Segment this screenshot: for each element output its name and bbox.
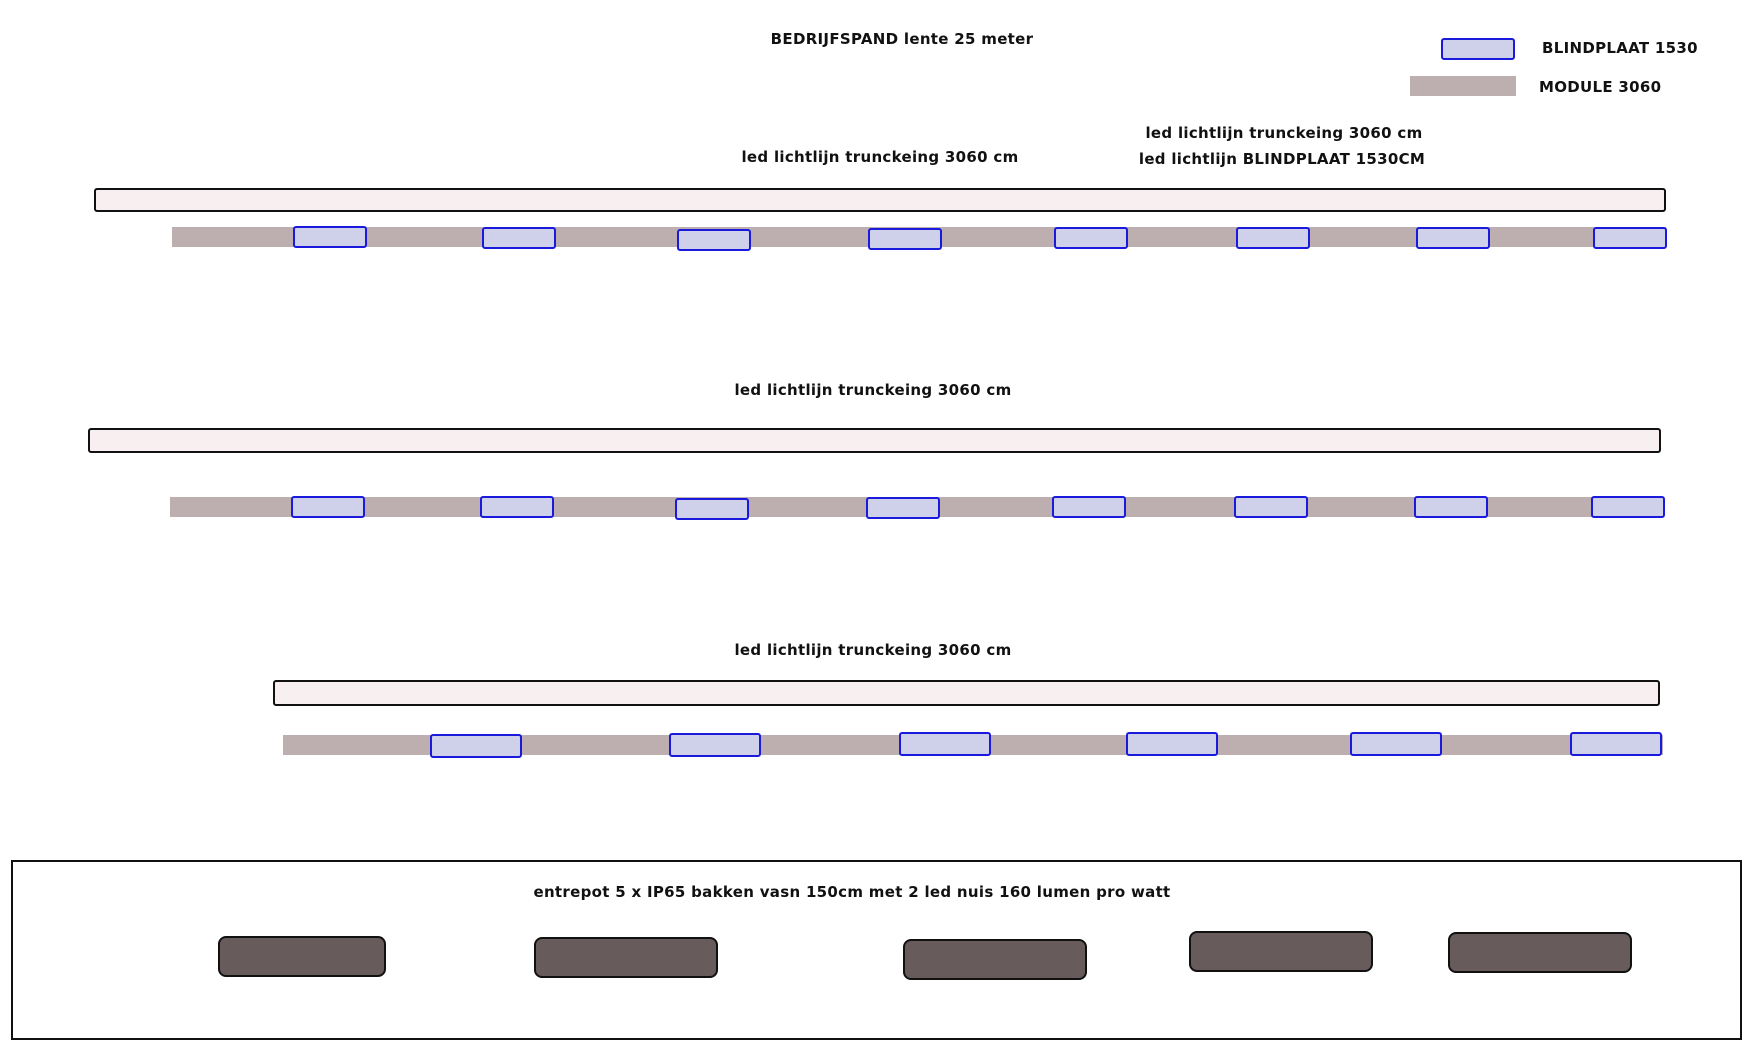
legend-module-label: MODULE 3060 [1539,78,1662,96]
row1-trunking [94,188,1666,212]
row2-trunking [88,428,1661,453]
row2-blindplaat-5 [1052,496,1126,518]
entrepot-area [11,860,1742,1040]
ip65-bak-5 [1448,932,1632,973]
row1-blindplaat-8 [1593,227,1667,249]
row2-blindplaat-4 [866,497,940,519]
row2-label: led lichtlijn trunckeing 3060 cm [734,381,1012,399]
row1-blindplaat-3 [677,229,751,251]
row2-blindplaat-3 [675,498,749,520]
row3-blindplaat-1 [430,734,522,758]
ip65-bak-1 [218,936,386,977]
ip65-bak-3 [903,939,1087,980]
row1-blindplaat-2 [482,227,556,249]
row2-blindplaat-6 [1234,496,1308,518]
top-right-annotation-line2: led lichtlijn BLINDPLAAT 1530CM [1138,150,1426,168]
row3-trunking [273,680,1660,706]
row1-blindplaat-7 [1416,227,1490,249]
row1-blindplaat-5 [1054,227,1128,249]
top-right-annotation-line1: led lichtlijn trunckeing 3060 cm [1145,124,1423,142]
legend-blindplaat-label: BLINDPLAAT 1530 [1542,39,1698,57]
legend-blindplaat-swatch [1441,38,1515,60]
entrepot-label: entrepot 5 x IP65 bakken vasn 150cm met … [533,883,1171,901]
row1-blindplaat-6 [1236,227,1310,249]
row3-blindplaat-3 [899,732,991,756]
row3-blindplaat-2 [669,733,761,757]
row3-blindplaat-5 [1350,732,1442,756]
row3-blindplaat-6 [1570,732,1662,756]
ip65-bak-4 [1189,931,1373,972]
drawing-title: BEDRIJFSPAND lente 25 meter [770,30,1034,48]
row2-blindplaat-2 [480,496,554,518]
row1-blindplaat-4 [868,228,942,250]
row3-label: led lichtlijn trunckeing 3060 cm [734,641,1012,659]
row2-blindplaat-7 [1414,496,1488,518]
row1-blindplaat-1 [293,226,367,248]
row2-blindplaat-8 [1591,496,1665,518]
row1-label: led lichtlijn trunckeing 3060 cm [741,148,1019,166]
ip65-bak-2 [534,937,718,978]
row3-blindplaat-4 [1126,732,1218,756]
legend-module-swatch [1410,76,1516,96]
row2-blindplaat-1 [291,496,365,518]
